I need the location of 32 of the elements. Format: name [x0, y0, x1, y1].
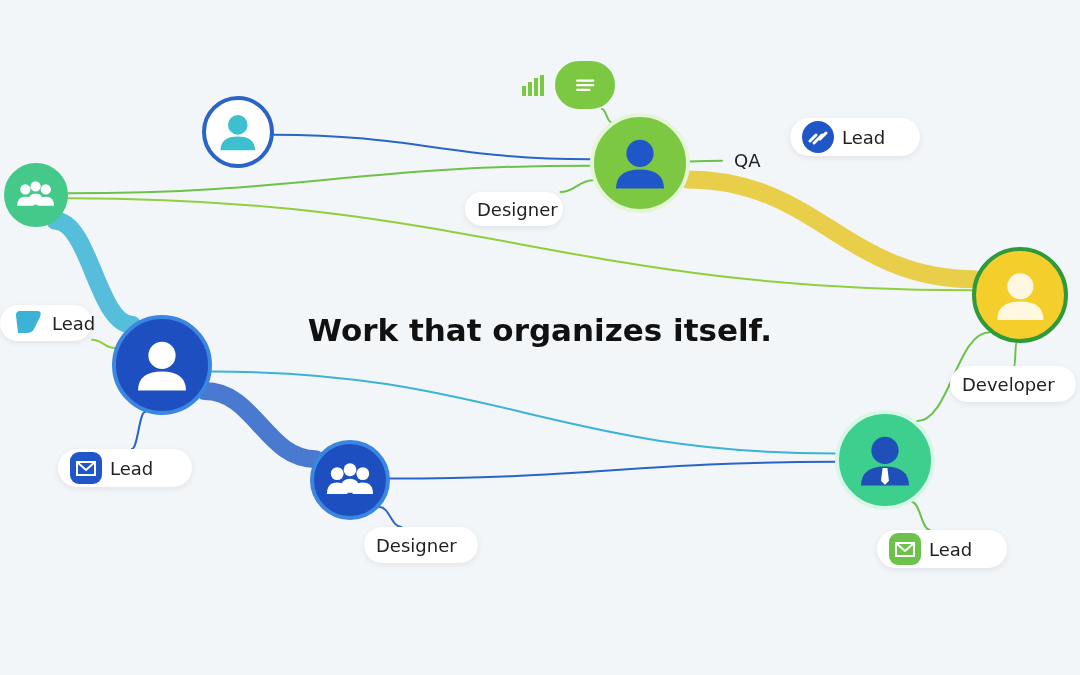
role-tag: [877, 530, 1007, 568]
role-tag: [950, 366, 1076, 402]
role-label: Lead: [929, 538, 973, 560]
avatar-circle: [4, 163, 68, 227]
connector-line: [66, 164, 592, 195]
role-tag: [364, 527, 478, 563]
role-label: Lead: [110, 457, 154, 479]
connector-line: [210, 370, 837, 455]
role-tag: [465, 192, 563, 226]
role-tag: [0, 305, 92, 341]
role-label: QA: [734, 149, 761, 171]
connector-line: [66, 197, 974, 292]
connector-line: [910, 501, 931, 531]
connector-line: [272, 133, 592, 161]
flow-ribbon: [46, 211, 142, 334]
message-bubble: [555, 61, 615, 109]
role-label: Designer: [376, 534, 457, 556]
connector-line: [1013, 341, 1018, 367]
headline: Work that organizes itself.: [306, 312, 774, 348]
connector-line: [388, 460, 837, 480]
connector-line: [689, 159, 723, 163]
role-tag: [58, 449, 192, 487]
connector-line: [91, 338, 116, 349]
connector-line: [915, 331, 991, 423]
connector-line: [559, 179, 595, 193]
role-label: Designer: [477, 198, 558, 220]
role-label: Lead: [842, 126, 886, 148]
role-tag: [790, 118, 920, 156]
connector-line: [378, 506, 403, 528]
role-label: Developer: [962, 373, 1055, 395]
role-label: Lead: [52, 312, 96, 334]
connector-line: [130, 411, 147, 450]
